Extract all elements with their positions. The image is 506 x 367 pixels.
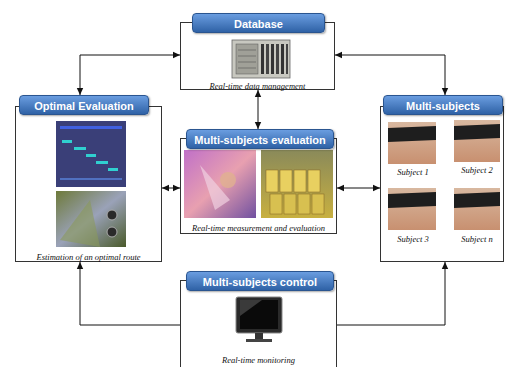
monitor bbox=[236, 297, 282, 342]
connector-arrow bbox=[337, 188, 380, 189]
caption-text: Real-time measurement and evaluation bbox=[184, 223, 333, 233]
subject-label: Subject 3 bbox=[389, 234, 437, 244]
header-text: Multi-subjects bbox=[406, 100, 480, 112]
header-tab: Multi-subjects evaluation bbox=[186, 129, 334, 149]
connector-arrow bbox=[162, 188, 180, 189]
header-text: Optimal Evaluation bbox=[34, 100, 134, 112]
connector-arrow bbox=[337, 262, 445, 325]
header-tab: Optimal Evaluation bbox=[19, 95, 149, 115]
header-text: Multi-subjects evaluation bbox=[194, 134, 325, 146]
subject-label: Subject 1 bbox=[389, 167, 437, 177]
route-photo bbox=[56, 191, 126, 247]
connector-arrow bbox=[258, 90, 259, 129]
connector-arrow bbox=[80, 262, 180, 325]
database-box: DatabaseReal-time data management bbox=[180, 22, 335, 90]
subjects-box: Multi-subjectsSubject 1Subject 2Subject … bbox=[380, 106, 504, 262]
header-text: Database bbox=[234, 18, 283, 30]
caption-text: Real-time data management bbox=[184, 81, 331, 91]
caption-text: Estimation of an optimal route bbox=[19, 252, 158, 262]
measurement-photo bbox=[184, 150, 256, 218]
subject-faces bbox=[388, 120, 500, 230]
control-box: Multi-subjects controlReal-time monitori… bbox=[180, 280, 337, 367]
subject-label: Subject n bbox=[453, 234, 501, 244]
subject-label: Subject 2 bbox=[453, 165, 501, 175]
header-tab: Multi-subjects control bbox=[186, 271, 334, 291]
evaluation-box: Multi-subjects evaluationReal-time measu… bbox=[180, 138, 337, 234]
header-text: Multi-subjects control bbox=[203, 276, 317, 288]
header-tab: Database bbox=[192, 13, 325, 33]
caption-text: Real-time monitoring bbox=[184, 355, 333, 365]
server-rack bbox=[232, 40, 290, 78]
connector-arrow bbox=[335, 55, 445, 95]
containers-photo bbox=[261, 150, 333, 218]
connector-arrow bbox=[80, 55, 180, 95]
evaluation-box: Optimal EvaluationEstimation of an optim… bbox=[15, 106, 162, 262]
header-tab: Multi-subjects bbox=[383, 95, 503, 115]
route-chart bbox=[56, 121, 126, 187]
